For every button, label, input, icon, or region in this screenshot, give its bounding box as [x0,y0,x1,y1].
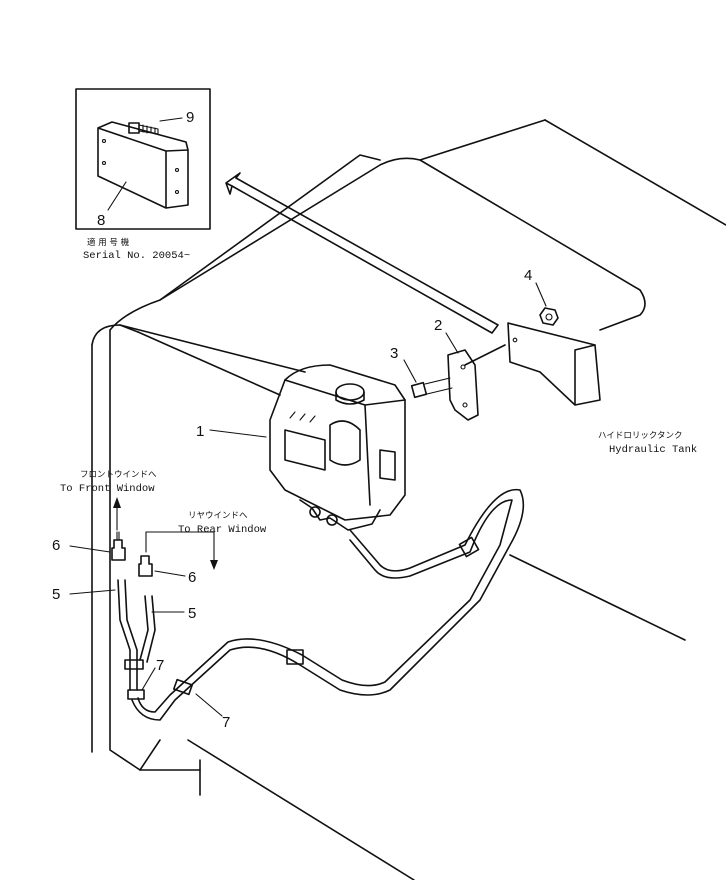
callout-3: 3 [390,345,398,362]
nozzle-part-6b [138,555,153,577]
callout-2: 2 [434,317,442,334]
rear-window-arrow [145,531,218,570]
front-window-arrow [113,497,121,531]
bolt-part-9 [128,122,159,135]
nozzle-part-6a [111,531,126,561]
callout-9: 9 [186,109,194,126]
callout-5a: 5 [52,586,60,603]
bracket-part-2 [447,344,506,421]
front-window-label-en: To Front Window [60,483,155,495]
mount-plate [507,322,601,406]
serial-label-jp: 適 用 号 機 [87,237,130,248]
inset-box [75,88,211,230]
hydraulic-tank-label-en: Hydraulic Tank [609,444,697,456]
bracket-part-8 [97,121,189,209]
front-window-label-jp: フロントウインドへ [80,470,157,480]
rear-window-label-en: To Rear Window [178,524,267,536]
clamp-part-7 [124,536,480,700]
callout-8: 8 [97,212,105,229]
washer-tank-part-1 [269,364,406,531]
reference-arrow [225,172,499,334]
bolt-part-3 [410,377,453,399]
callout-6a: 6 [52,537,60,554]
callout-7a: 7 [156,657,164,674]
serial-label-en: Serial No. 20054~ [83,250,190,262]
hydraulic-tank-label-jp: ハイドロリックタンク [598,431,683,441]
hydraulic-tank [91,119,726,880]
callout-6b: 6 [188,569,196,586]
rear-window-label-jp: リヤウインドへ [188,511,248,521]
callout-4: 4 [524,267,532,284]
hose-routing [117,488,525,721]
callout-1: 1 [196,423,204,440]
callout-7b: 7 [222,714,230,731]
callout-5b: 5 [188,605,196,622]
nut-part-4 [539,307,559,326]
